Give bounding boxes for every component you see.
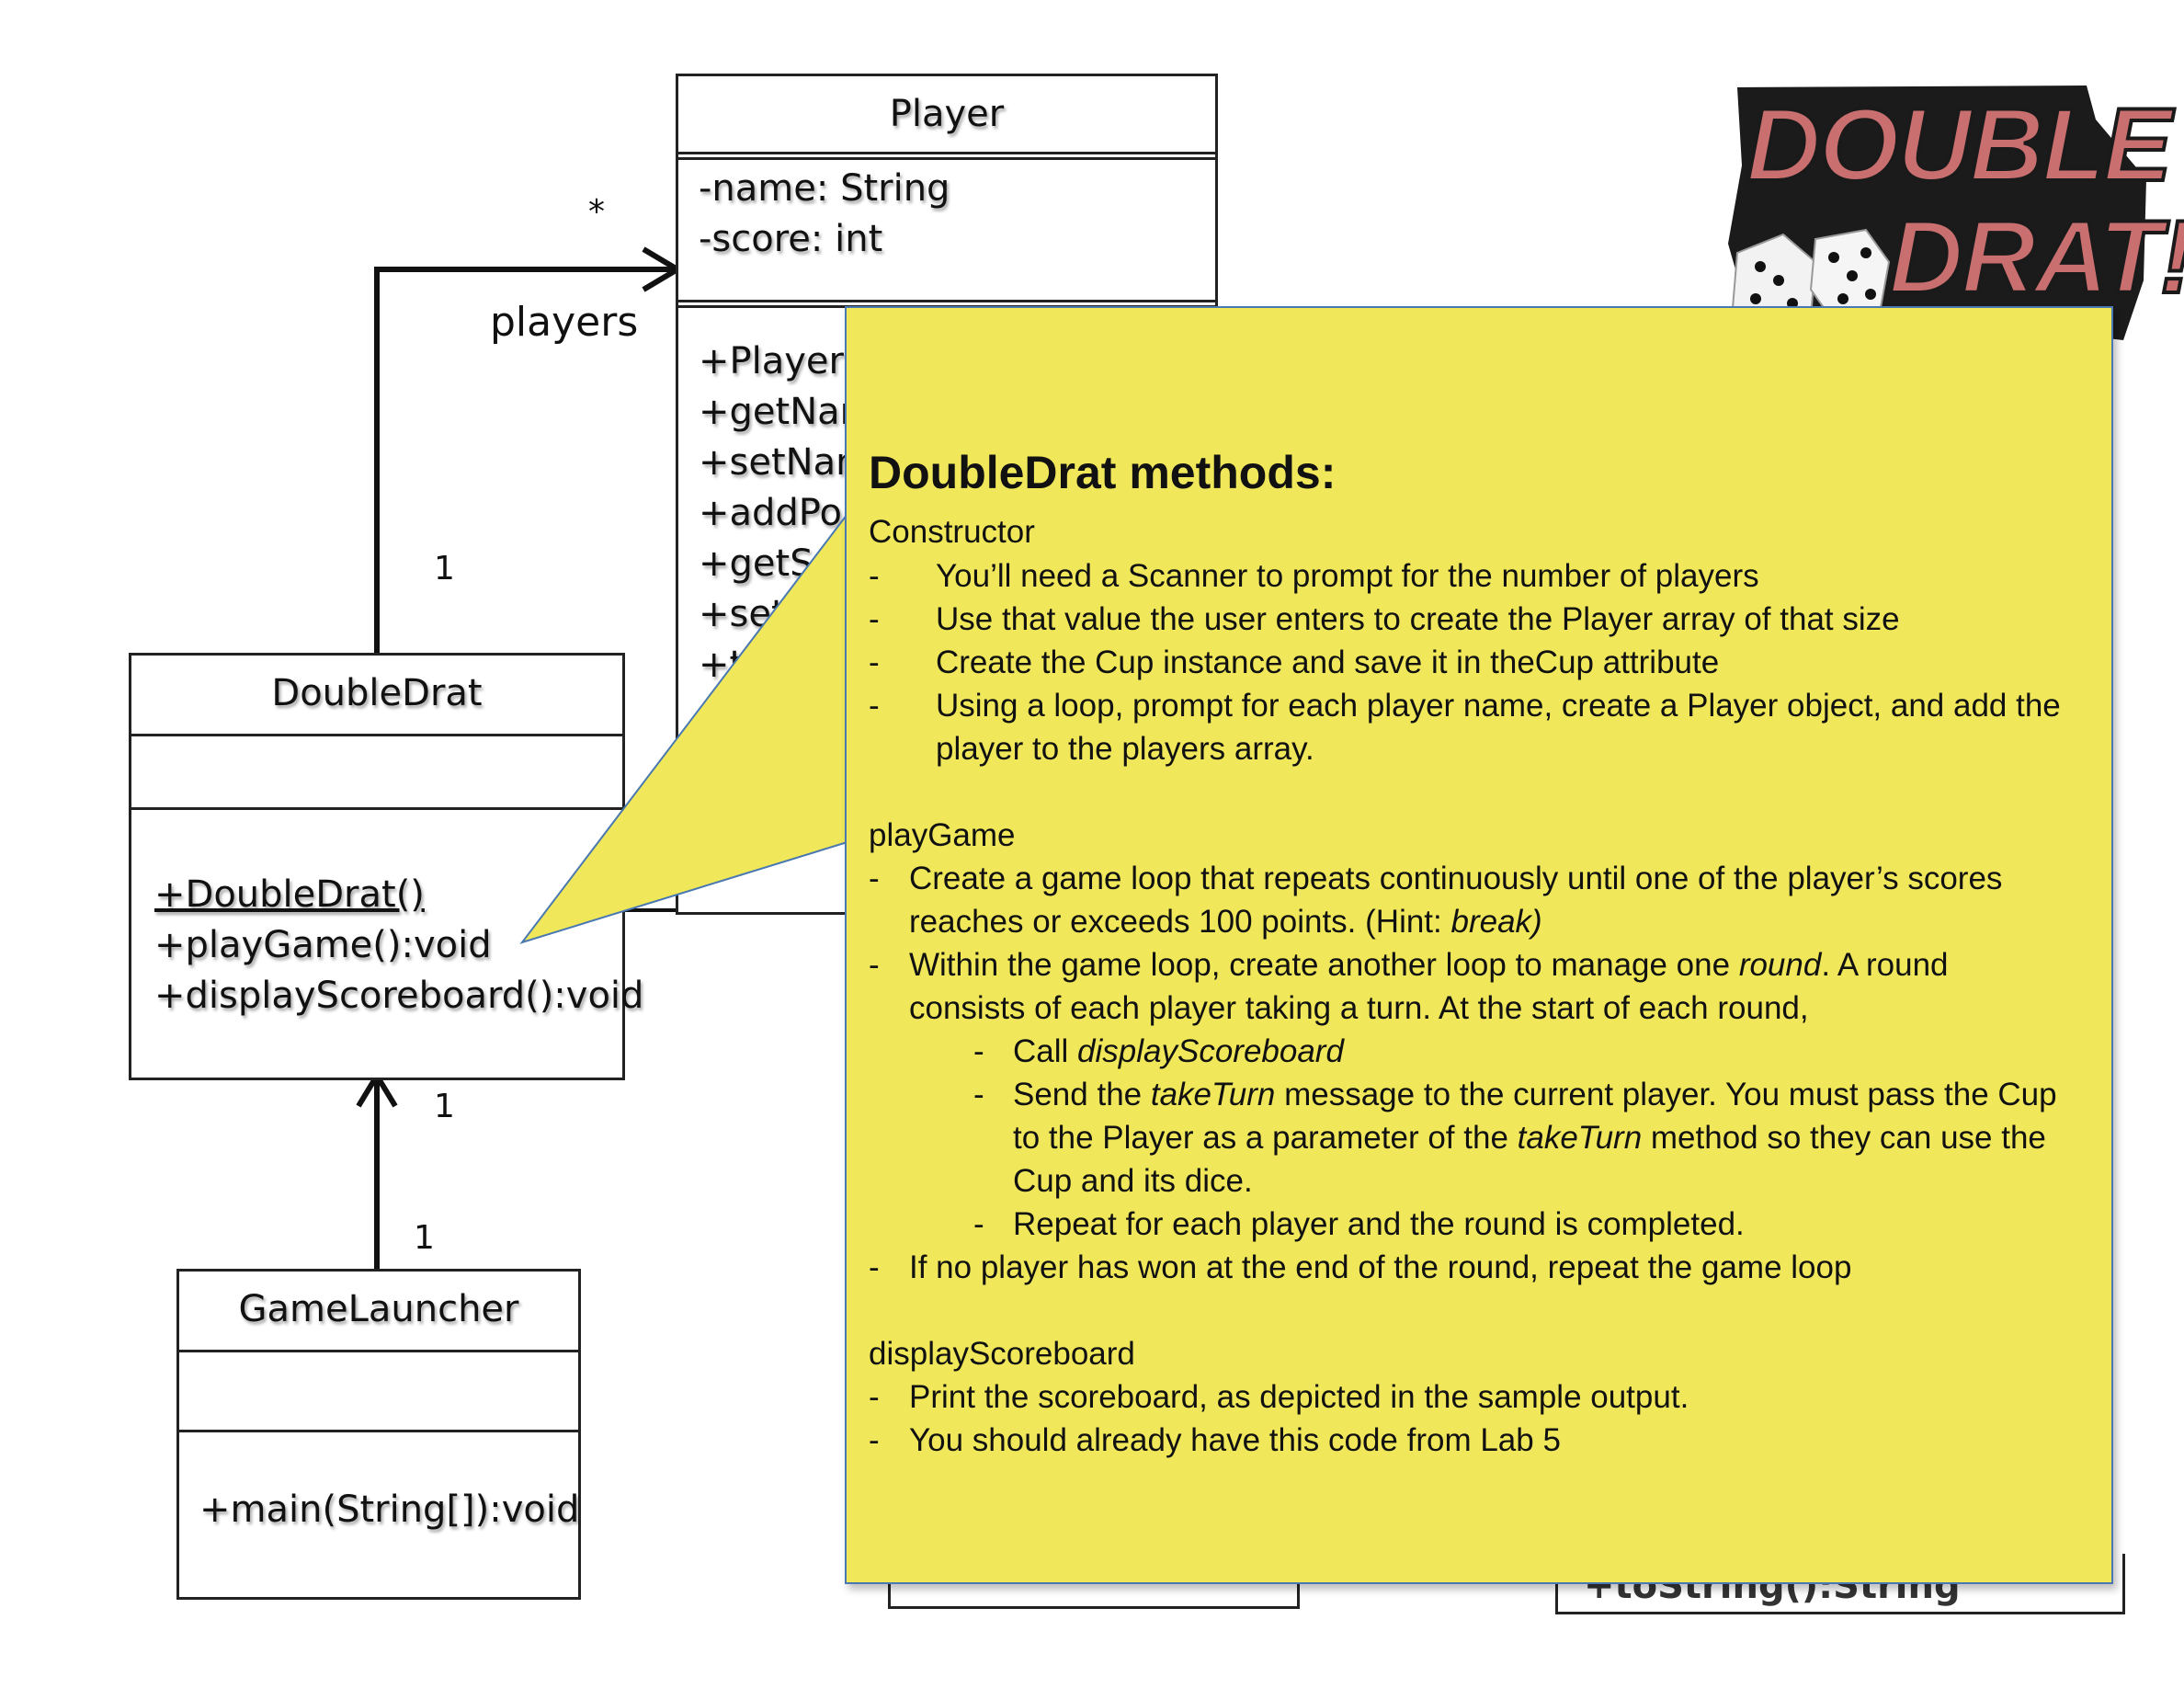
constructor-item: Use that value the user enters to create… [936, 598, 1900, 641]
playgame-hint: break) [1450, 904, 1541, 940]
scoreboard-item: Print the scoreboard, as depicted in the… [909, 1375, 1689, 1419]
sub-em: takeTurn [1518, 1120, 1643, 1156]
sub-bullet-dash: - [973, 1203, 984, 1246]
playgame-em: round [1739, 947, 1822, 983]
bullet-dash: - [869, 1246, 880, 1289]
constructor-item: Create the Cup instance and save it in t… [936, 641, 1719, 684]
sub-text: message to the current player. You must … [1275, 1077, 2056, 1112]
sub-text: to the Player as a parameter of the [1013, 1120, 1518, 1156]
playgame-item-text: reaches or exceeds 100 points. (Hint: [909, 904, 1450, 940]
bullet-dash: - [869, 1375, 880, 1419]
sub-text: Send the [1013, 1077, 1151, 1112]
sub-em: takeTurn [1151, 1077, 1276, 1112]
sub-bullet-dash: - [973, 1030, 984, 1073]
playgame-title: playGame [869, 814, 1016, 857]
playgame-item-cont: reaches or exceeds 100 points. (Hint: br… [909, 900, 1542, 943]
playgame-item-cont: consists of each player taking a turn. A… [909, 987, 1809, 1030]
playgame-item: Within the game loop, create another loo… [909, 943, 1949, 987]
bullet-dash: - [869, 857, 880, 900]
playgame-text: Within the game loop, create another loo… [909, 947, 1739, 983]
bullet-dash: - [869, 554, 880, 598]
constructor-item: Using a loop, prompt for each player nam… [936, 684, 2061, 727]
playgame-text: . A round [1821, 947, 1948, 983]
scoreboard-item: You should already have this code from L… [909, 1419, 1561, 1462]
playgame-item: Create a game loop that repeats continuo… [909, 857, 2002, 900]
sub-text: Call [1013, 1033, 1077, 1069]
constructor-item-cont: player to the players array. [936, 727, 1314, 770]
constructor-item: You’ll need a Scanner to prompt for the … [936, 554, 1759, 598]
scoreboard-title: displayScoreboard [869, 1332, 1135, 1375]
sub-item: Repeat for each player and the round is … [1013, 1203, 1745, 1246]
sub-item: Call displayScoreboard [1013, 1030, 1344, 1073]
bullet-dash: - [869, 641, 880, 684]
playgame-item: If no player has won at the end of the r… [909, 1246, 1851, 1289]
bullet-dash: - [869, 1419, 880, 1462]
bullet-dash: - [869, 684, 880, 727]
sub-text: method so they can use the [1642, 1120, 2046, 1156]
sub-item-cont: to the Player as a parameter of the take… [1013, 1116, 2046, 1159]
callout-note: DoubleDrat methods: Constructor - You’ll… [845, 306, 2113, 1584]
sub-bullet-dash: - [973, 1073, 984, 1116]
bullet-dash: - [869, 943, 880, 987]
note-heading: DoubleDrat methods: [869, 446, 1336, 499]
sub-item-cont: Cup and its dice. [1013, 1159, 1253, 1203]
sub-em: displayScoreboard [1077, 1033, 1344, 1069]
constructor-title: Constructor [869, 510, 1035, 553]
bullet-dash: - [869, 598, 880, 641]
sub-item: Send the takeTurn message to the current… [1013, 1073, 2057, 1116]
